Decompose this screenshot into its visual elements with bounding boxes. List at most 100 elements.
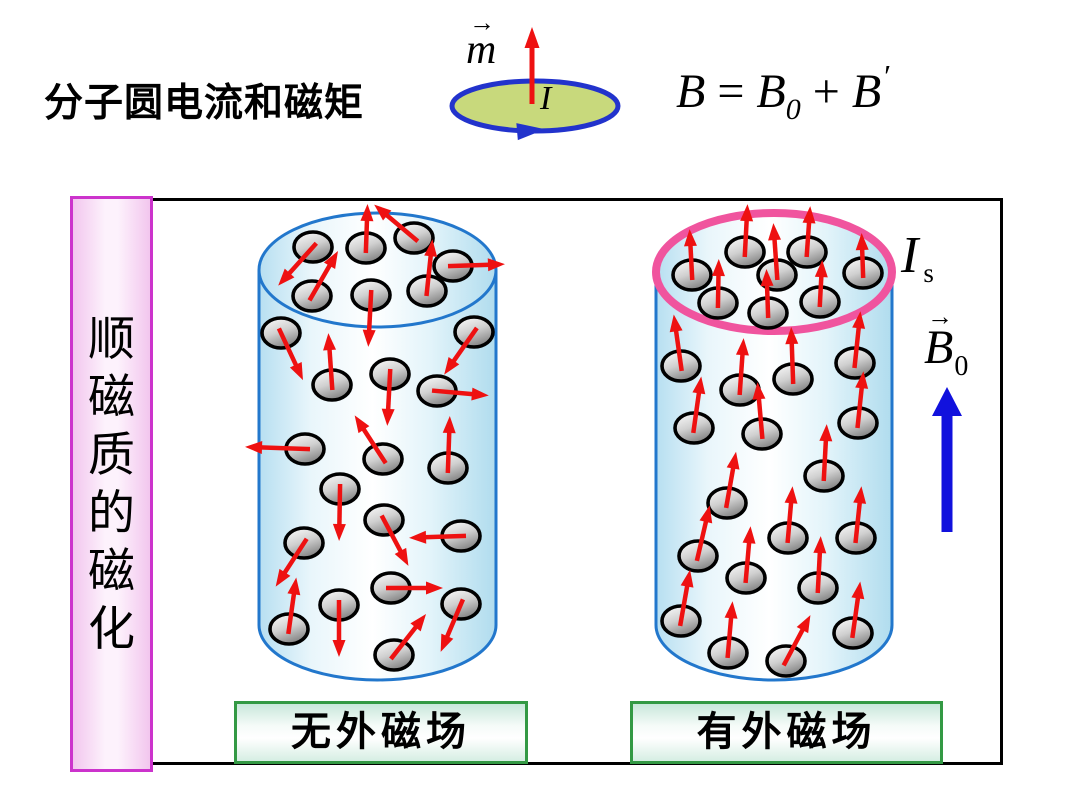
molecule-moment-arrow: [723, 451, 740, 509]
field-superposition-formula: B=B0+B′: [676, 58, 892, 126]
current-direction-arrowhead-icon: [516, 123, 545, 141]
molecule-moment-arrow: [819, 424, 833, 482]
molecule: [444, 315, 495, 375]
molecule-moment-arrow: [850, 581, 865, 639]
molecule: [671, 229, 713, 292]
molecule: [797, 536, 839, 605]
left-molecules-group: [245, 204, 505, 672]
molecule: [697, 259, 739, 320]
molecule-moment-arrow: [307, 250, 338, 302]
molecule: [786, 206, 828, 269]
molecule: [724, 204, 766, 269]
molecule: [677, 505, 719, 573]
current-loop-ellipse: [449, 78, 621, 134]
molecule-moment-arrow: [323, 333, 337, 391]
molecule-moment-arrow: [802, 206, 816, 258]
vector-arrow-icon: →: [927, 302, 953, 331]
molecule-moment-arrow: [677, 569, 694, 627]
right-cylinder-outline: [654, 271, 894, 682]
molecule: [660, 569, 702, 638]
molecule-moment-arrow: [386, 581, 443, 595]
molecule-moment-arrow: [442, 416, 456, 474]
external-field-label: B→0: [924, 302, 969, 383]
molecule: [406, 239, 448, 308]
strip-char: 质: [88, 430, 135, 482]
molecule: [834, 311, 876, 380]
molecule: [440, 587, 482, 652]
molecule: [373, 614, 427, 672]
molecule-moment-arrow: [409, 530, 467, 544]
molecule-moment-arrow: [278, 241, 319, 286]
moment-vector-label: m→: [466, 8, 497, 74]
caption-with-external-field: 有外磁场: [630, 701, 943, 764]
molecule-moment-arrow: [362, 289, 376, 347]
molecule-moment-arrow: [669, 314, 684, 372]
molecule-moment-arrow: [781, 615, 811, 667]
molecule: [354, 415, 404, 476]
cylinders-diagram: [245, 204, 962, 682]
molecule-moment-arrow: [735, 338, 749, 396]
caption-no-external-field: 无外磁场: [234, 701, 528, 764]
molecule-moment-arrow: [691, 376, 706, 434]
molecule-moment-arrow: [444, 326, 479, 375]
molecule: [318, 588, 360, 657]
molecular-current-loop: [449, 27, 621, 141]
molecule: [370, 571, 443, 605]
molecule-moment-arrow: [760, 269, 774, 319]
molecule-moment-arrow: [711, 259, 725, 309]
molecule-moment-arrow: [440, 598, 466, 652]
strip-char: 的: [88, 488, 135, 540]
molecule-moment-arrow: [752, 382, 766, 440]
molecule-moment-arrow: [332, 600, 346, 657]
molecule-moment-arrow: [286, 577, 301, 635]
molecule-moment-arrow: [742, 526, 756, 584]
molecule: [725, 526, 767, 595]
molecule: [765, 615, 811, 678]
molecule-moment-arrow: [853, 486, 867, 544]
strip-char: 顺: [88, 314, 135, 366]
molecule: [319, 472, 361, 541]
strip-char: 化: [88, 604, 135, 656]
molecule-moment-arrow: [694, 505, 713, 562]
molecule-moment-arrow: [683, 229, 697, 281]
molecule-moment-arrow: [855, 233, 869, 279]
molecule-moment-arrow: [724, 601, 738, 659]
molecule-moment-arrow: [447, 258, 505, 272]
molecule-moment-arrow: [360, 204, 374, 254]
molecule-moment-arrow: [276, 327, 303, 381]
molecule-moment-arrow: [381, 368, 395, 426]
molecule: [747, 269, 789, 330]
molecule-moment-arrow: [785, 327, 799, 385]
molecule-moment-arrow: [740, 204, 754, 258]
magnetic-moment-arrowhead-icon: [524, 27, 540, 48]
molecule-moment-arrow: [814, 260, 828, 308]
strip-char: 磁: [88, 372, 135, 424]
molecule: [345, 204, 387, 265]
strip-char: 磁: [88, 546, 135, 598]
external-field-arrowhead-icon: [932, 387, 962, 416]
molecule-moment-arrow: [784, 486, 798, 544]
molecule: [350, 278, 392, 347]
molecule: [363, 503, 409, 566]
molecule-moment-arrow: [852, 311, 866, 369]
molecule: [803, 424, 845, 493]
molecule: [842, 233, 884, 290]
molecule: [311, 333, 353, 402]
molecule: [409, 519, 482, 553]
molecule: [832, 581, 874, 650]
molecule: [837, 371, 879, 440]
molecule-moment-arrow: [332, 483, 346, 541]
molecule: [432, 249, 505, 283]
left-cylinder-outline: [257, 270, 498, 682]
molecule-moment-arrow: [768, 223, 782, 281]
molecule: [275, 526, 325, 587]
molecule: [291, 250, 338, 313]
molecule-moment-arrow: [389, 614, 427, 661]
right-molecules-group: [660, 204, 884, 678]
molecule: [772, 327, 814, 396]
molecule-moment-arrow: [275, 537, 309, 587]
molecule: [707, 601, 749, 670]
vector-arrow-icon: →: [469, 8, 495, 37]
molecule: [767, 486, 809, 555]
